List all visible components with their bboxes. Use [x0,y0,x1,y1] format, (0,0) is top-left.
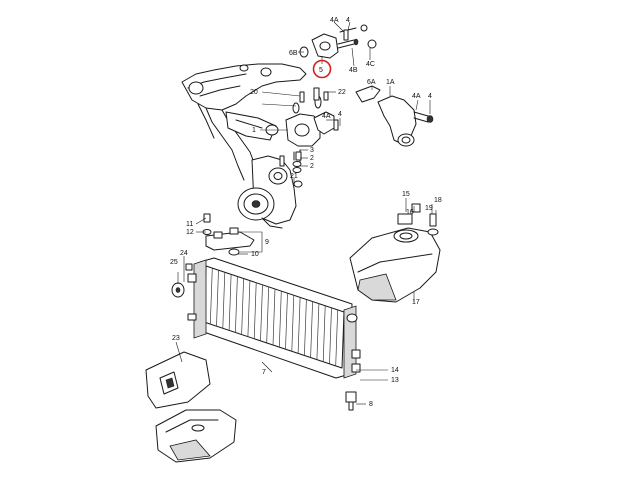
radiator-fin [297,297,301,354]
callout-20: 20 [250,89,258,96]
callout-1: 1 [252,127,256,134]
leader-lines [175,21,437,405]
radiator-fin [316,303,320,360]
callout-17: 17 [412,299,420,306]
callout-14: 14 [391,367,399,374]
radiator [187,257,361,411]
callout-24: 24 [180,250,188,257]
callout-6a: 6A [367,79,376,86]
lower-tank [155,409,237,463]
callout-10: 10 [251,251,259,258]
callout-4-top: 4 [346,17,350,24]
radiator-fin [228,274,232,331]
callout-4-mid: 4 [338,111,342,118]
coolant-flange [299,24,377,59]
callout-12: 12 [186,229,194,236]
callout-5: 5 [319,67,323,74]
callout-21: 21 [290,173,298,180]
radiator-fin [216,270,219,327]
radiator-bracket [202,213,255,256]
coolant-pipe-upper-right [355,85,434,147]
callout-4a-right: 4A [412,93,421,100]
engine-front-cover [181,63,307,181]
callout-11: 11 [186,221,193,228]
radiator-fin [253,282,257,339]
callout-2b: 2 [310,163,314,170]
radiator-fins [209,268,339,366]
callout-7: 7 [262,369,266,376]
callout-16: 16 [406,209,414,216]
radiator-fin [241,278,244,335]
callout-3: 3 [310,147,314,154]
callout-8: 8 [369,401,373,408]
callout-4a-top: 4A [330,17,339,24]
thermostat-housing [285,95,335,173]
callout-23: 23 [172,335,180,342]
callout-9: 9 [265,239,269,246]
expansion-tank [349,203,441,303]
callout-18: 18 [434,197,442,204]
radiator-fin [235,276,238,333]
callout-4c: 4C [366,61,375,68]
radiator-fin [209,268,213,325]
callout-15: 15 [402,191,410,198]
callout-13: 13 [391,377,399,384]
highlight-ring [312,59,332,79]
callout-labels: 4A 4 6B 5 4B 4C 6A 1A 4A 4 20 22 1 4A 4 … [170,17,442,408]
callout-19: 19 [425,205,433,212]
radiator-fin [266,286,270,343]
radiator-fin [260,284,263,341]
callout-22: 22 [338,89,346,96]
water-pump-assembly [237,155,297,229]
callout-4-right: 4 [428,93,432,100]
radiator-fin [285,293,288,350]
callout-4b: 4B [349,67,358,74]
callout-25: 25 [170,259,178,266]
callout-6b: 6B [289,50,298,57]
sensor-bolts [279,29,349,188]
callout-4a-mid: 4A [322,113,331,120]
heat-shield-panel [145,351,211,409]
callout-1a: 1A [386,79,395,86]
radiator-fin [278,291,282,348]
radiator-fin [304,299,307,356]
radiator-fin [329,307,332,364]
radiator-fin [222,272,226,329]
radiator-fin [247,280,251,337]
radiator-fin [272,288,276,346]
callout-2a: 2 [310,155,314,162]
radiator-fin [322,305,326,362]
radiator-fin [310,301,313,358]
radiator-fin [291,295,295,352]
radiator-fin [335,309,339,366]
